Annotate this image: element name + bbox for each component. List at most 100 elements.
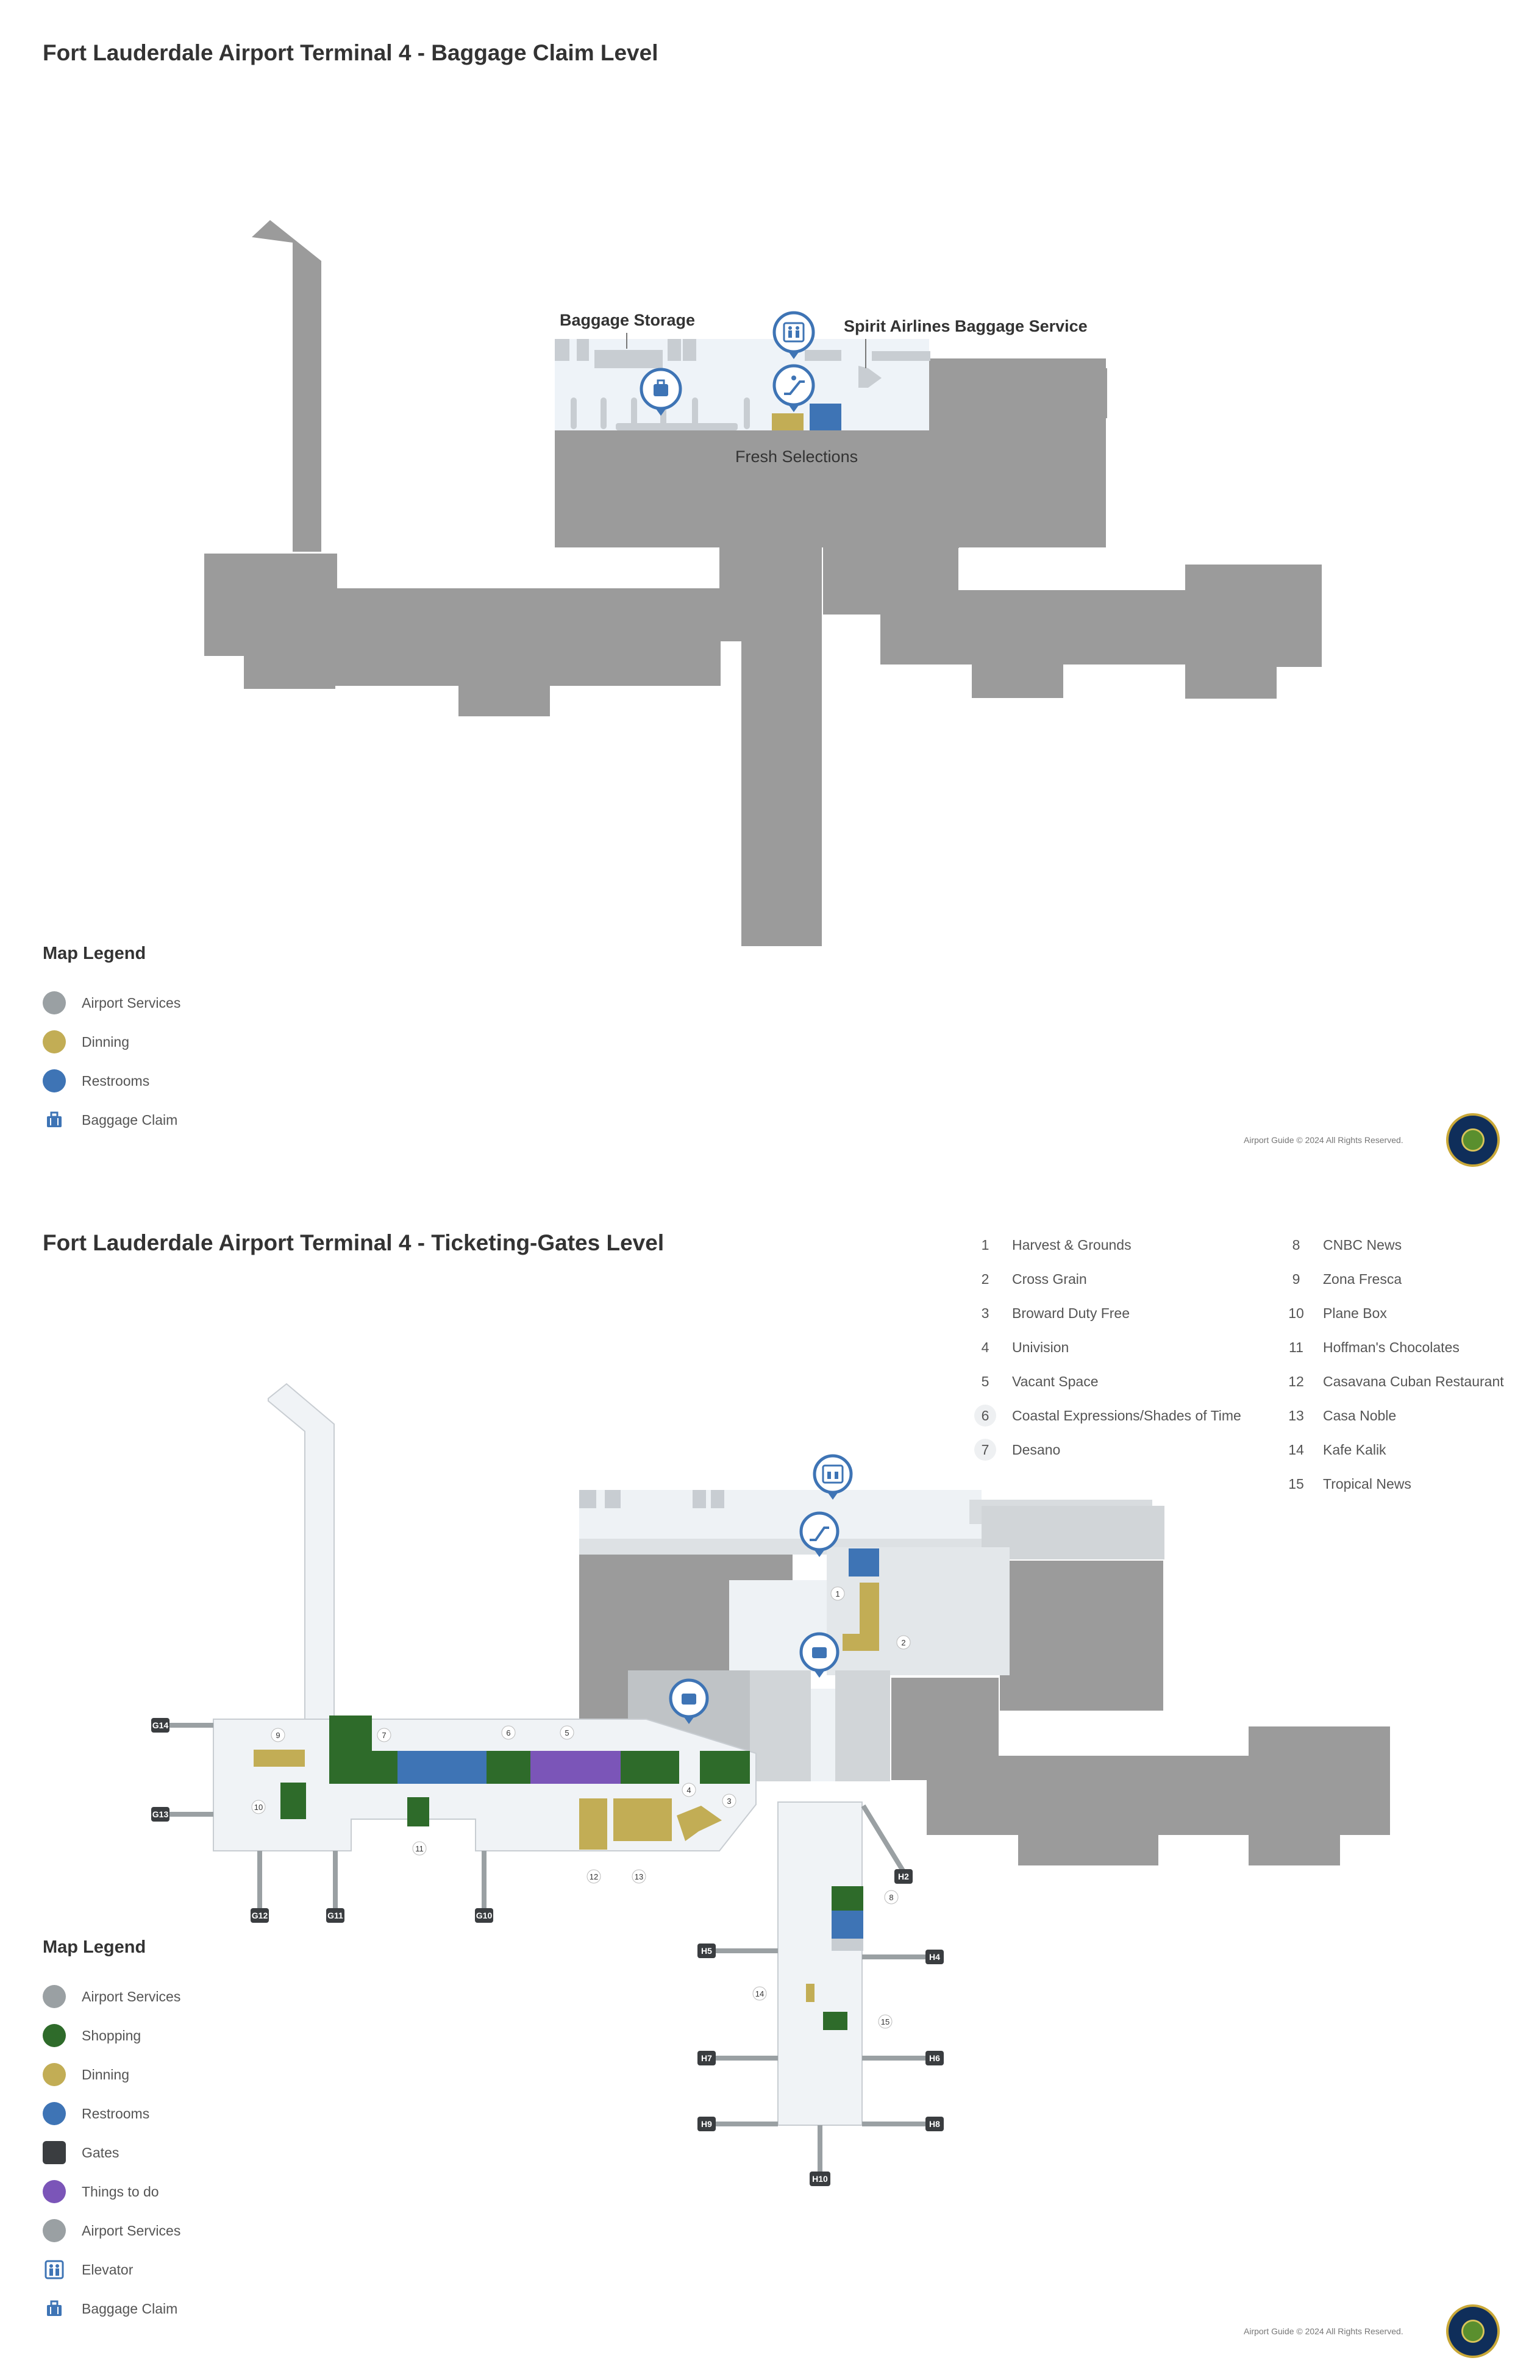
map-number: 2 — [901, 1638, 905, 1647]
gate-badge — [925, 2051, 944, 2065]
directory-name: Broward Duty Free — [1012, 1305, 1130, 1321]
directory-name: Plane Box — [1323, 1305, 1387, 1321]
legend-label: Airport Services — [82, 1988, 181, 2004]
gate-badge — [697, 2051, 716, 2065]
airport-services-swatch — [43, 1985, 66, 2008]
legend-label: Restrooms — [82, 2105, 150, 2122]
directory-item: 13 Casa Noble — [1285, 1398, 1504, 1433]
directory-name: Zona Fresca — [1323, 1270, 1402, 1287]
legend-item: Airport Services — [43, 1983, 180, 2010]
gate-label: G14 — [152, 1720, 169, 1730]
directory-name: Harvest & Grounds — [1012, 1236, 1132, 1253]
gate-badge — [151, 1718, 169, 1733]
map-number: 7 — [382, 1731, 386, 1740]
escalator-pin-icon — [799, 1511, 840, 1557]
map-number: 13 — [635, 1872, 643, 1881]
legend-item: Restrooms — [43, 1067, 180, 1094]
top-map-title: Fort Lauderdale Airport Terminal 4 - Bag… — [43, 40, 658, 65]
gate-badges: G14 G13 G12 G11 G10 H2 H4 H5 H6 H7 H8 H9… — [151, 1718, 944, 2186]
baggage-claim-icon — [43, 2297, 66, 2320]
directory-number: 7 — [974, 1439, 996, 1461]
legend-label: Shopping — [82, 2027, 141, 2043]
fresh-selections-shop — [772, 413, 804, 430]
legend-label: Restrooms — [82, 1072, 150, 1089]
gate-label: G10 — [476, 1911, 493, 1920]
shops — [254, 1716, 863, 2030]
bottom-legend: Map Legend Airport Services Shopping Din… — [43, 1937, 180, 2322]
directory-number: 6 — [974, 1405, 996, 1427]
directory-number: 15 — [1288, 1475, 1304, 1492]
directory-number: 5 — [981, 1373, 989, 1389]
legend-item: Things to do — [43, 2178, 180, 2205]
gate-badge — [925, 1950, 944, 1964]
directory-number: 1 — [981, 1236, 989, 1253]
legend-item: Dinning — [43, 1028, 180, 1055]
directory-name: Tropical News — [1323, 1475, 1411, 1492]
directory-item: 14 Kafe Kalik — [1285, 1433, 1504, 1467]
map-number: 15 — [881, 2017, 889, 2026]
restrooms-swatch — [43, 2102, 66, 2125]
directory-item: 1 Harvest & Grounds — [974, 1228, 1241, 1262]
map-number: 3 — [727, 1797, 731, 1806]
directory-number: 2 — [981, 1270, 989, 1287]
top-legend: Map Legend Airport Services Dinning Rest… — [43, 944, 180, 1133]
gate-label: H2 — [898, 1872, 909, 1881]
map-number: 5 — [565, 1728, 569, 1737]
copyright-text: Airport Guide © 2024 All Rights Reserved… — [1244, 1135, 1403, 1145]
map-number-markers: 1 2 3 4 5 6 7 8 9 10 11 12 13 14 15 — [251, 1586, 911, 2029]
map-number: 9 — [276, 1731, 280, 1740]
directory-item: 15 Tropical News — [1285, 1467, 1504, 1501]
fresh-selections-label: Fresh Selections — [735, 447, 858, 466]
directory-name: Casa Noble — [1323, 1407, 1397, 1423]
directory-number: 13 — [1288, 1407, 1304, 1423]
legend-label: Dinning — [82, 2066, 129, 2082]
airport-services-swatch — [43, 2219, 66, 2242]
security-pin-icon — [669, 1678, 709, 1724]
airport-seal-icon — [1446, 2304, 1500, 2358]
bottom-map-title: Fort Lauderdale Airport Terminal 4 - Tic… — [43, 1230, 665, 1255]
map-number: 1 — [835, 1589, 840, 1598]
gate-badge — [326, 1908, 344, 1923]
gate-badge — [925, 2117, 944, 2131]
gate-label: H9 — [701, 2119, 712, 2129]
baggage-storage-label: Baggage Storage — [560, 311, 696, 329]
legend-label: Gates — [82, 2144, 119, 2161]
gate-label: H4 — [929, 1952, 940, 1962]
restrooms-swatch — [43, 1069, 66, 1092]
gate-label: H8 — [929, 2119, 940, 2129]
gate-badge — [894, 1869, 913, 1884]
directory-name: Casavana Cuban Restaurant — [1323, 1373, 1504, 1389]
legend-label: Airport Services — [82, 2222, 181, 2239]
things-to-do-swatch — [43, 2180, 66, 2203]
map-number: 6 — [506, 1728, 510, 1737]
gate-label: G12 — [252, 1911, 268, 1920]
directory-name: Hoffman's Chocolates — [1323, 1339, 1460, 1355]
airport-seal-icon — [1446, 1113, 1500, 1167]
baggage-claim-pin-icon — [640, 368, 682, 416]
gate-badge — [151, 1807, 169, 1822]
legend-item: Baggage Claim — [43, 1106, 180, 1133]
gate-badge — [251, 1908, 269, 1923]
terminal-footprint — [204, 220, 1322, 946]
map-number: 8 — [889, 1893, 893, 1902]
legend-title: Map Legend — [43, 1937, 146, 1957]
gate-label: H6 — [929, 2053, 940, 2063]
directory-number: 3 — [981, 1305, 989, 1321]
directory-name: Coastal Expressions/Shades of Time — [1012, 1407, 1241, 1423]
directory-name: Kafe Kalik — [1323, 1441, 1386, 1458]
copyright-text: Airport Guide © 2024 All Rights Reserved… — [1244, 2326, 1403, 2336]
directory-number: 14 — [1288, 1441, 1304, 1458]
landside-footprint — [579, 1553, 1390, 1865]
spirit-baggage-service-label: Spirit Airlines Baggage Service — [844, 317, 1088, 335]
legend-item: Elevator — [43, 2256, 180, 2283]
airport-services-swatch — [43, 991, 66, 1014]
